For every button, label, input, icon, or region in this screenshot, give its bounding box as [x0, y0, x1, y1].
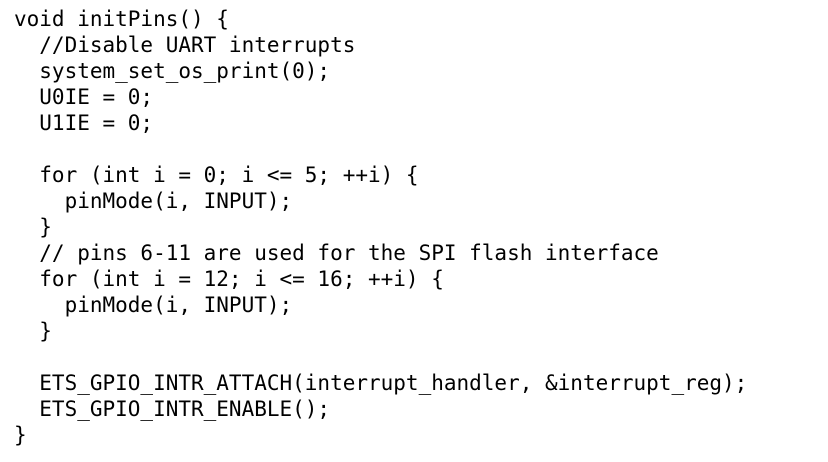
code-line-6: [14, 136, 820, 162]
code-line-3: system_set_os_print(0);: [14, 59, 331, 83]
code-line-8: pinMode(i, INPUT);: [14, 189, 293, 213]
code-snippet: void initPins() { //Disable UART interru…: [14, 6, 820, 456]
code-line-2: //Disable UART interrupts: [14, 33, 356, 57]
code-line-9: }: [14, 215, 52, 239]
code-line-14: [14, 344, 820, 370]
code-line-7: for (int i = 0; i <= 5; ++i) {: [14, 163, 419, 187]
code-line-16: ETS_GPIO_INTR_ENABLE();: [14, 397, 331, 421]
code-line-4: U0IE = 0;: [14, 85, 154, 109]
code-line-1: void initPins() {: [14, 7, 229, 31]
code-line-11: for (int i = 12; i <= 16; ++i) {: [14, 267, 444, 291]
code-line-13: }: [14, 319, 52, 343]
code-line-10: // pins 6-11 are used for the SPI flash …: [14, 241, 659, 265]
code-line-12: pinMode(i, INPUT);: [14, 293, 293, 317]
code-line-15: ETS_GPIO_INTR_ATTACH(interrupt_handler, …: [14, 371, 748, 395]
code-line-17: }: [14, 423, 27, 447]
code-line-5: U1IE = 0;: [14, 111, 154, 135]
